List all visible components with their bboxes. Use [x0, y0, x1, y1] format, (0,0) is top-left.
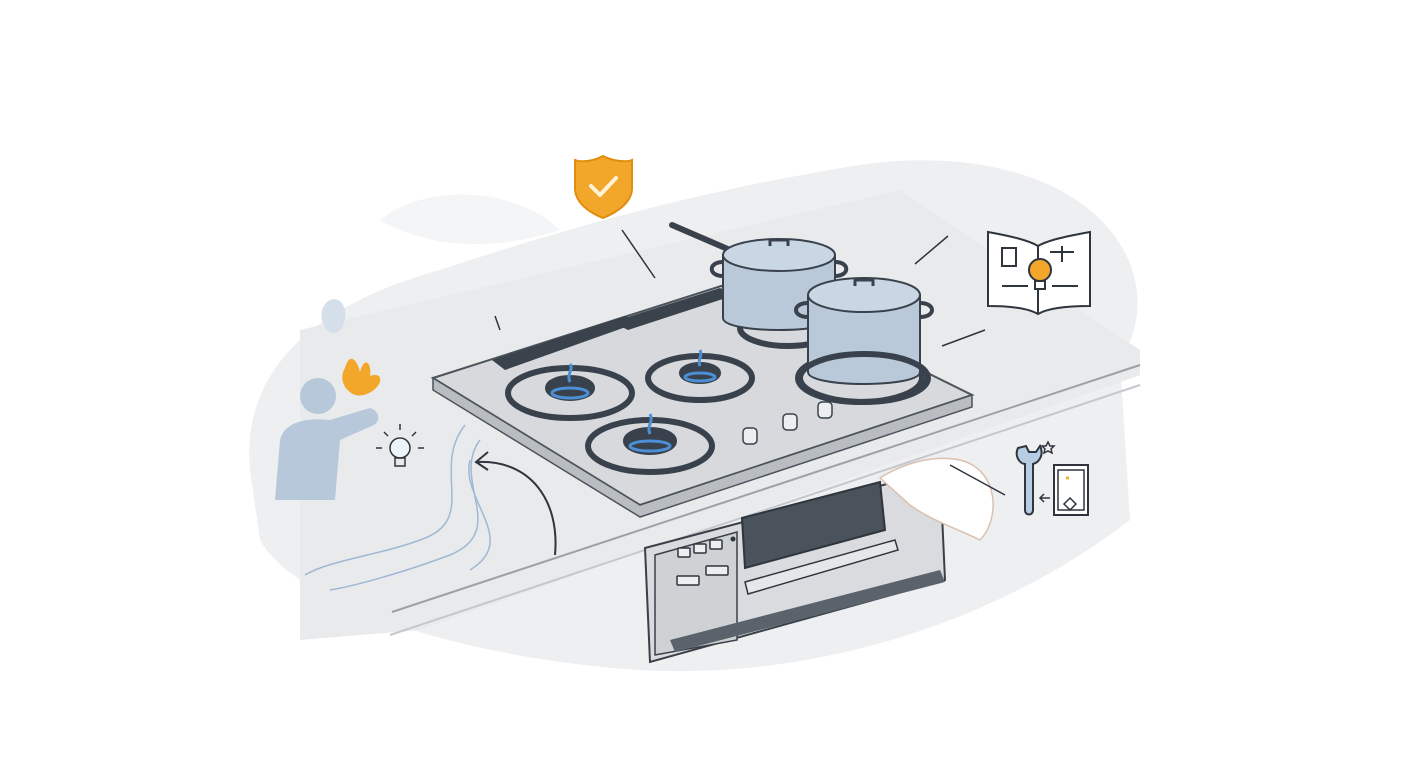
burner-rear-middle — [645, 349, 755, 403]
burner-rear-left — [505, 363, 635, 421]
knob-3 — [817, 401, 833, 419]
grill-unit — [643, 468, 947, 664]
vent-left — [492, 316, 640, 370]
oven-window — [740, 480, 887, 570]
knobs — [742, 401, 833, 445]
knob-2 — [782, 413, 798, 431]
airflow-lines — [304, 424, 491, 591]
person-with-flame-icon — [275, 299, 381, 500]
oven-handle — [744, 539, 899, 595]
pot-front — [794, 277, 934, 405]
pot-handle — [669, 222, 733, 253]
indicator-light — [730, 536, 736, 542]
control-buttons — [676, 539, 729, 586]
curved-arrow-icon — [474, 451, 557, 556]
hand — [878, 457, 994, 541]
vent-right — [612, 288, 735, 330]
lightbulb-icon — [376, 424, 424, 467]
burner-front — [585, 413, 715, 475]
open-book-with-lightbulb-icon — [987, 230, 1091, 316]
callout-lines — [494, 229, 1006, 496]
knob-1 — [742, 427, 758, 445]
wrench-and-filter-icon — [1015, 440, 1089, 516]
shield-check-icon — [574, 154, 633, 220]
